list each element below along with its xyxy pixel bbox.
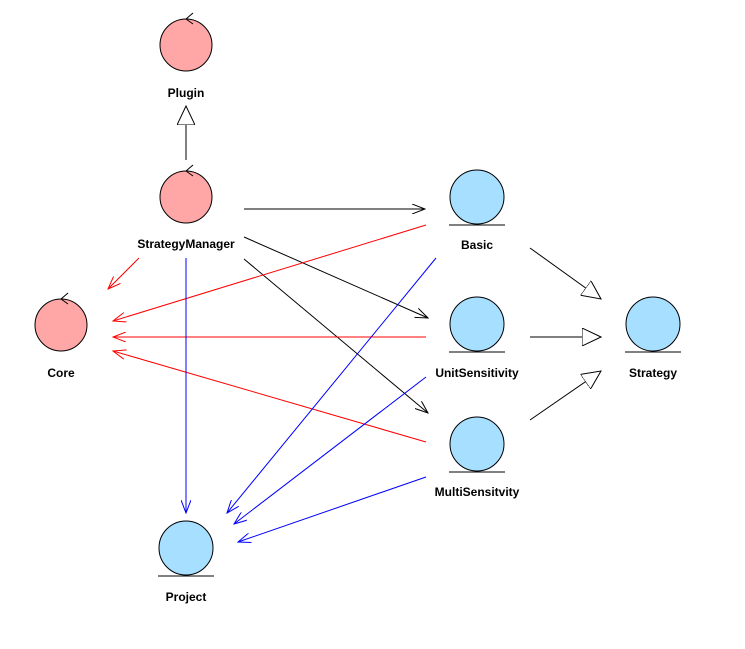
entity-icon [449, 416, 505, 472]
node-label: Project [166, 590, 207, 604]
node-label: Plugin [168, 86, 205, 100]
edge-basic-strategy [529, 247, 601, 299]
entity-icon [158, 520, 214, 576]
node-label: MultiSensitvity [435, 485, 520, 499]
control-arrow-mark [185, 12, 194, 25]
node-basic[interactable]: Basic [449, 169, 505, 252]
entity-icon [449, 296, 505, 352]
entity-icon [449, 169, 505, 225]
edge-basic-core [113, 224, 427, 321]
node-label: StrategyManager [137, 237, 235, 251]
edge-basic-project [227, 257, 437, 513]
node-plugin[interactable]: Plugin [159, 12, 213, 100]
node-label: Basic [461, 238, 493, 252]
node-strategy-manager[interactable]: StrategyManager [137, 164, 235, 251]
relationships [108, 106, 601, 542]
node-unit-sensitivity[interactable]: UnitSensitivity [435, 296, 519, 380]
node-label: Core [47, 366, 75, 380]
control-arrow-mark [185, 164, 194, 177]
edge-multisensitivity-strategy [529, 371, 601, 421]
node-multi-sensitivity[interactable]: MultiSensitvity [435, 416, 520, 499]
control-arrow-mark [60, 292, 69, 305]
edge-strategymanager-core [108, 257, 140, 289]
entity-icon [625, 296, 681, 352]
node-core[interactable]: Core [34, 292, 88, 380]
edge-unitsensitivity-project [234, 376, 427, 524]
control-icon [159, 18, 213, 72]
control-icon [159, 170, 213, 224]
edge-multisensitivity-project [238, 476, 427, 542]
node-project[interactable]: Project [158, 520, 214, 604]
control-icon [34, 298, 88, 352]
node-label: UnitSensitivity [435, 366, 519, 380]
edge-multisensitivity-core [113, 351, 427, 443]
node-strategy[interactable]: Strategy [625, 296, 681, 380]
edge-strategymanager-unitsensitivity [243, 236, 428, 318]
edge-strategymanager-multisensitivity [243, 258, 428, 413]
node-label: Strategy [629, 366, 677, 380]
